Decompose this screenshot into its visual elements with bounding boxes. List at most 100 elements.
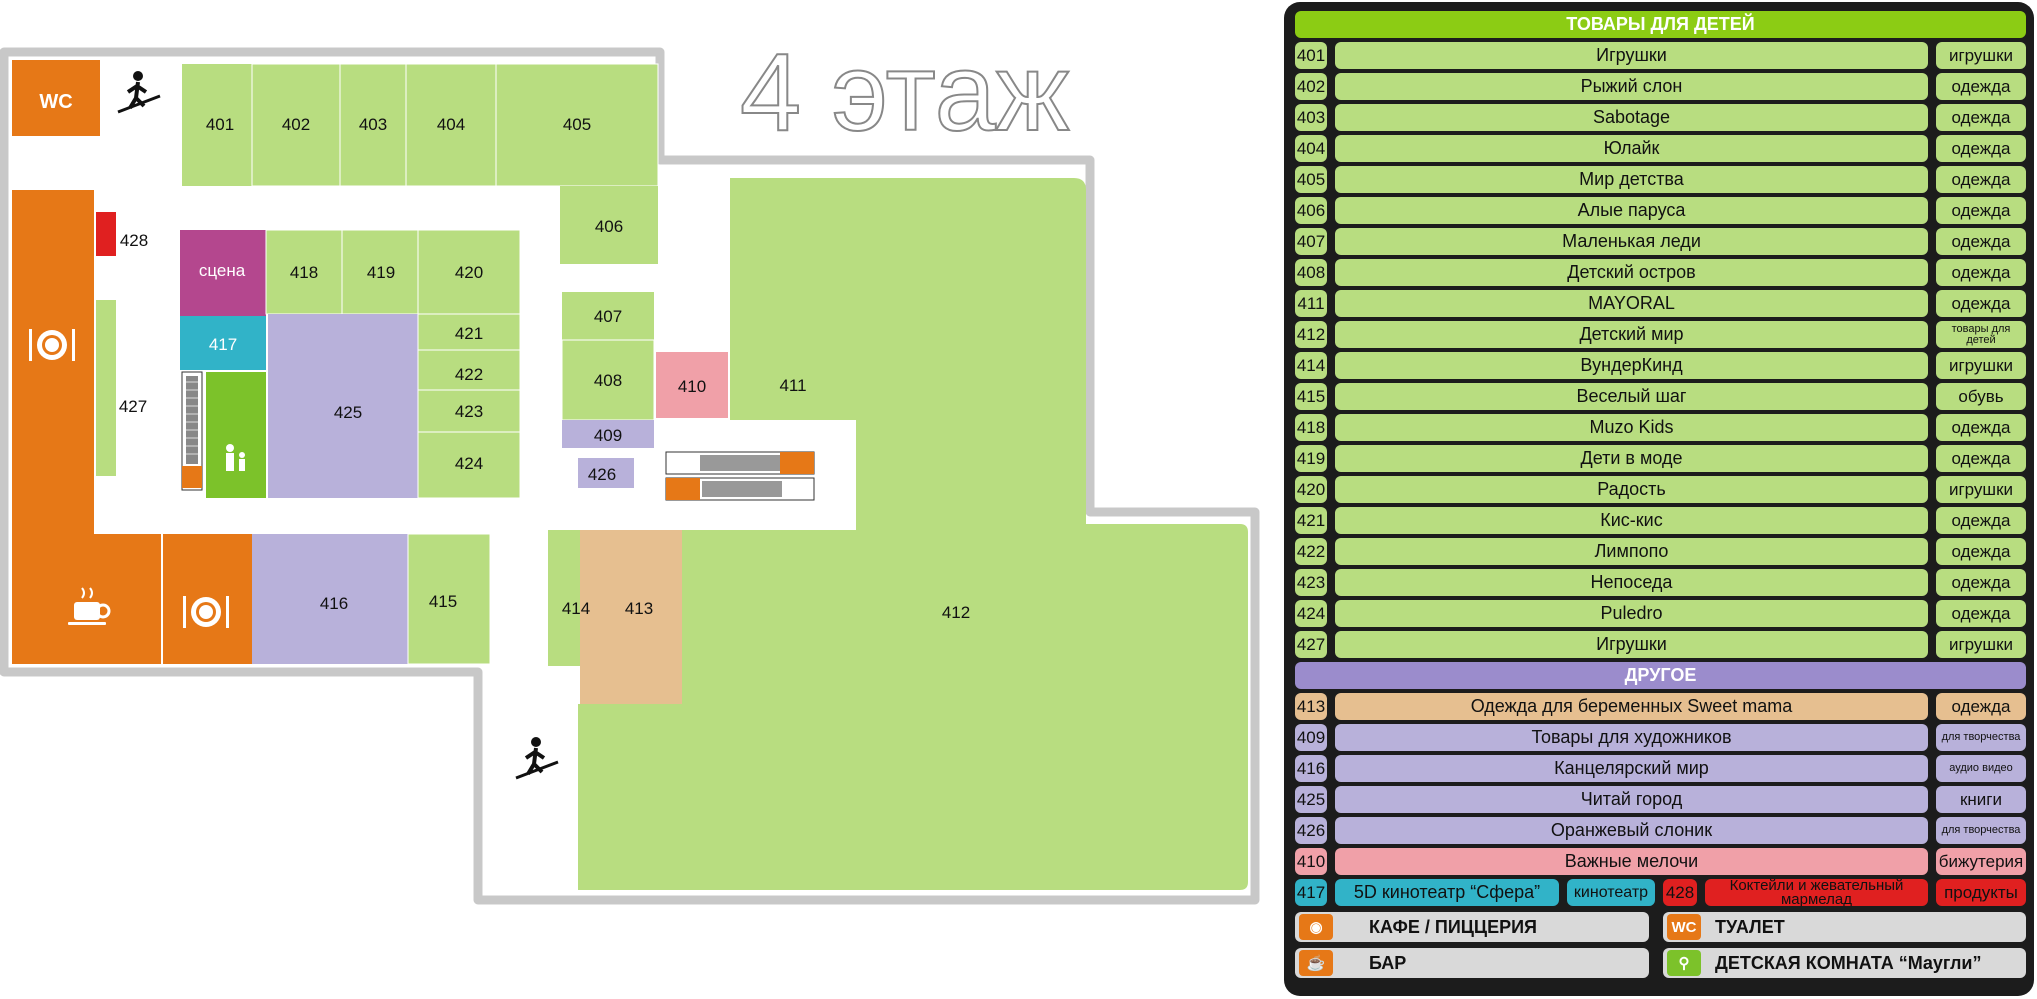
store-number: 417: [1295, 879, 1327, 906]
store-424[interactable]: [417, 431, 521, 499]
store-name: Маленькая леди: [1335, 228, 1928, 255]
store-number: 419: [1295, 445, 1327, 472]
store-410[interactable]: [656, 352, 728, 418]
store-name: Muzo Kids: [1335, 414, 1928, 441]
store-category: игрушки: [1936, 631, 2026, 658]
label-412: 412: [942, 603, 970, 622]
floor-map: 4 этаж 401 402 403 404 405 406 428 418 4…: [0, 30, 1260, 905]
store-423[interactable]: [417, 389, 521, 433]
store-category: одежда: [1936, 414, 2026, 441]
store-409[interactable]: [562, 420, 654, 448]
store-413[interactable]: [580, 530, 682, 704]
escalator-left: [181, 371, 203, 491]
store-name: Рыжий слон: [1335, 73, 1928, 100]
store-401[interactable]: [182, 64, 252, 186]
store-418[interactable]: [265, 229, 343, 315]
store-number: 425: [1295, 786, 1327, 813]
store-419[interactable]: [341, 229, 419, 315]
store-416[interactable]: [252, 534, 408, 664]
store-number: 421: [1295, 507, 1327, 534]
store-number: 414: [1295, 352, 1327, 379]
label-403: 403: [359, 115, 387, 134]
legend-toilet: WC ТУАЛЕТ: [1663, 912, 2026, 942]
label-424: 424: [455, 454, 483, 473]
store-category: одежда: [1936, 259, 2026, 286]
label-413: 413: [625, 599, 653, 618]
legend-bar-label: БАР: [1369, 952, 1407, 973]
escalator-person-icon: [117, 71, 161, 114]
store-name: Товары для художников: [1335, 724, 1928, 751]
store-411[interactable]: [730, 178, 856, 420]
store-category: аудио видео: [1936, 755, 2026, 782]
bar-cup-icon: [68, 587, 111, 625]
bar-cup-icon: ☕: [1299, 950, 1333, 976]
store-category: одежда: [1936, 445, 2026, 472]
store-408[interactable]: [561, 339, 655, 421]
store-422[interactable]: [417, 349, 521, 391]
store-420[interactable]: [417, 229, 521, 315]
store-name: Детский мир: [1335, 321, 1928, 348]
store-421[interactable]: [417, 313, 521, 351]
store-403[interactable]: [339, 63, 407, 187]
label-422: 422: [455, 365, 483, 384]
store-426[interactable]: [578, 458, 634, 488]
store-407[interactable]: [562, 292, 654, 340]
store-name: Важные мелочи: [1335, 848, 1928, 875]
kids-room[interactable]: [206, 372, 266, 498]
store-412[interactable]: [578, 178, 1248, 890]
store-number: 422: [1295, 538, 1327, 565]
store-category: игрушки: [1936, 42, 2026, 69]
label-419: 419: [367, 263, 395, 282]
store-427[interactable]: [96, 300, 116, 476]
cinema-417[interactable]: [180, 316, 266, 370]
store-number: 407: [1295, 228, 1327, 255]
legend-cafe: ◉ КАФЕ / ПИЦЦЕРИЯ: [1295, 912, 1649, 942]
store-428[interactable]: [96, 212, 116, 256]
store-415[interactable]: [407, 533, 491, 665]
store-425[interactable]: [268, 314, 418, 498]
legend-cafe-label: КАФЕ / ПИЦЦЕРИЯ: [1369, 916, 1537, 937]
store-name: Детский остров: [1335, 259, 1928, 286]
label-428: 428: [120, 231, 148, 250]
store-category: одежда: [1936, 507, 2026, 534]
label-416: 416: [320, 594, 348, 613]
store-name: Читай город: [1335, 786, 1928, 813]
store-402[interactable]: [251, 63, 341, 187]
store-number: 416: [1295, 755, 1327, 782]
store-category: кинотеатр: [1567, 879, 1655, 906]
store-category: одежда: [1936, 197, 2026, 224]
list-item-cinema[interactable]: 417 5D кинотеатр “Сфера” кинотеатр 428 К…: [1295, 879, 2026, 906]
store-406[interactable]: [560, 186, 658, 264]
store-405[interactable]: [495, 63, 659, 187]
legend: ◉ КАФЕ / ПИЦЦЕРИЯ ☕ БАР WC ТУАЛЕТ ⚲ ДЕТС…: [1295, 912, 2026, 984]
floor-plan-svg: 4 этаж 401 402 403 404 405 406 428 418 4…: [0, 30, 1260, 905]
store-category: для творчества: [1936, 724, 2026, 751]
